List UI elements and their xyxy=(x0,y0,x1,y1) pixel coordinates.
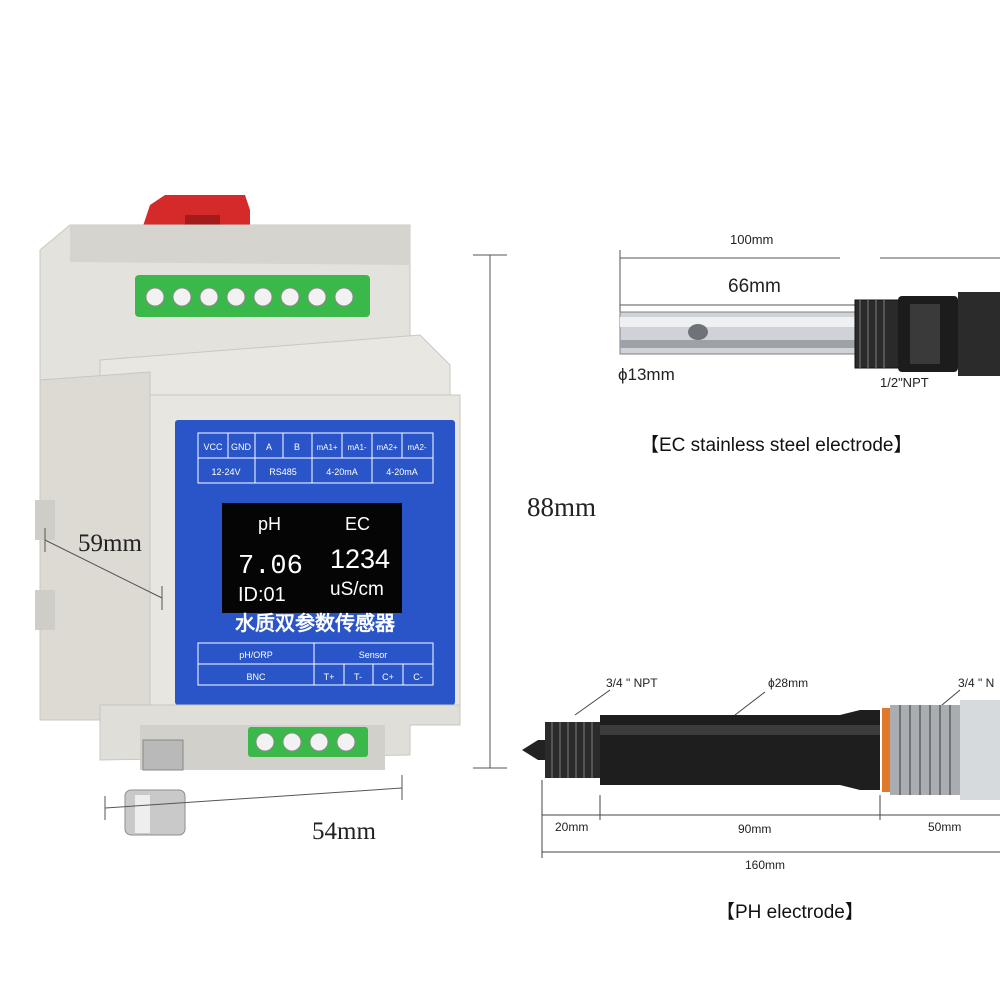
depth-dimension-line xyxy=(44,539,163,599)
label-ma-range-2: 4-20mA xyxy=(386,467,418,477)
ec-total-length: 100mm xyxy=(730,232,774,247)
label-gnd: GND xyxy=(231,442,252,452)
label-ma2m: mA2- xyxy=(407,443,426,452)
ph-seg1-label: 20mm xyxy=(555,820,589,834)
label-ma2p: mA2+ xyxy=(376,443,397,452)
ph-thread-right-label: 3/4 " N xyxy=(958,676,995,690)
label-tplus: T+ xyxy=(324,672,335,682)
module-illustration: VCC GND A B mA1+ mA1- mA2+ mA2- 12-24V R… xyxy=(35,195,507,836)
top-terminal-screws xyxy=(145,287,354,307)
label-b: B xyxy=(294,442,300,452)
height-label: 88mm xyxy=(527,492,597,522)
bnc-connector xyxy=(142,739,184,771)
ph-seg3-label: 50mm xyxy=(928,820,962,834)
ec-electrode-diagram: 100mm 66mm ϕ13mm 1/2"NPT xyxy=(590,220,1000,460)
ph-body xyxy=(600,710,880,790)
ec-tube-length: 66mm xyxy=(728,276,781,297)
top-terminal-block xyxy=(135,275,370,317)
label-ma1p: mA1+ xyxy=(316,443,337,452)
sensor-module: VCC GND A B mA1+ mA1- mA2+ mA2- 12-24V R… xyxy=(35,195,507,845)
ph-total-label: 160mm xyxy=(745,858,786,872)
ec-caption: 【EC stainless steel electrode】 xyxy=(640,435,913,456)
label-sensor: Sensor xyxy=(359,650,388,660)
width-dimension-line xyxy=(104,787,403,809)
display-ph-label: pH xyxy=(258,514,281,534)
ec-diameter: ϕ13mm xyxy=(618,365,675,384)
label-cminus: C- xyxy=(413,672,423,682)
depth-label: 59mm xyxy=(78,530,142,557)
label-a: A xyxy=(266,442,272,452)
label-ma1m: mA1- xyxy=(347,443,366,452)
ec-thread xyxy=(854,299,906,369)
display-id: ID:01 xyxy=(238,584,286,606)
display-ph-value: 7.06 xyxy=(238,552,303,582)
ph-thread-left-label: 3/4 " NPT xyxy=(606,676,658,690)
ec-tube-hole xyxy=(688,324,708,340)
label-ma-range-1: 4-20mA xyxy=(326,467,358,477)
bottom-terminal-block xyxy=(248,727,368,757)
label-phorp: pH/ORP xyxy=(239,650,273,660)
module-title: 水质双参数传感器 xyxy=(235,611,396,635)
ec-thread-label: 1/2"NPT xyxy=(880,375,929,390)
ph-caption: 【PH electrode】 xyxy=(716,902,864,923)
label-rs485: RS485 xyxy=(269,467,297,477)
display-ec-unit: uS/cm xyxy=(330,579,384,600)
ph-left-thread xyxy=(545,722,600,778)
display-ec-value: 1234 xyxy=(330,544,390,574)
ec-electrode-illustration xyxy=(619,250,1000,376)
label-cplus: C+ xyxy=(382,672,394,682)
label-tminus: T- xyxy=(354,672,362,682)
ph-electrode-diagram: 3/4 " NPT ϕ28mm 3/4 " N 20mm 90mm 50mm 1… xyxy=(520,670,1000,900)
ph-electrode-illustration xyxy=(522,689,1000,858)
ph-seg2-label: 90mm xyxy=(738,822,772,836)
display-ec-label: EC xyxy=(345,514,370,534)
ph-diameter-label: ϕ28mm xyxy=(768,676,809,690)
width-label: 54mm xyxy=(312,818,376,845)
label-vcc: VCC xyxy=(203,442,223,452)
oled-display xyxy=(222,503,402,613)
label-bnc: BNC xyxy=(246,672,266,682)
bottom-terminal-screws xyxy=(255,732,356,752)
ph-orange-ring xyxy=(882,708,890,792)
label-voltage: 12-24V xyxy=(211,467,240,477)
